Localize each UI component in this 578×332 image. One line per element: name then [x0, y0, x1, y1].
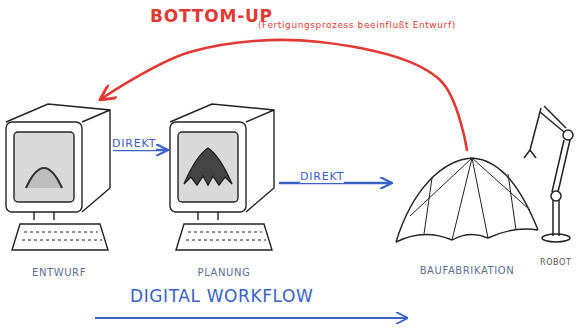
- robot-arm: [524, 106, 573, 242]
- workflow-title: DIGITAL WORKFLOW: [130, 286, 313, 306]
- monitor-body: [170, 104, 274, 212]
- computer-sketch: [170, 104, 274, 250]
- process-node: BAUFABRIKATION: [392, 150, 542, 278]
- robot-forearm: [540, 106, 566, 132]
- monitor-screen: [14, 132, 74, 202]
- shell-structure: [396, 158, 538, 242]
- monitor-screen: [178, 132, 238, 202]
- edge-label-box: DIREKT: [300, 165, 344, 184]
- note-text: (Fertigungsprozess beeinflußt Entwurf): [258, 20, 456, 30]
- label-box: ROBOT: [540, 250, 571, 269]
- process-node: ENTWURF: [4, 100, 114, 280]
- monitor-frame: [170, 122, 246, 212]
- robot-joint: [551, 191, 561, 201]
- shell-edge: [396, 229, 538, 242]
- node-label: ENTWURF: [28, 265, 90, 280]
- edge-label: BOTTOM-UP: [150, 6, 273, 26]
- robot-upper-arm: [552, 140, 570, 192]
- screen-shell: [184, 148, 232, 185]
- monitor-stand: [34, 212, 54, 220]
- part-name: ROBOT: [540, 258, 571, 267]
- screen-dome: [26, 168, 62, 188]
- robot-joint: [563, 130, 573, 140]
- monitor-body: [6, 104, 110, 212]
- shell-ribs: [410, 158, 530, 240]
- process-node: PLANUNG: [168, 100, 280, 280]
- monitor-frame: [6, 122, 82, 212]
- label-box: DIGITAL WORKFLOW: [130, 286, 313, 306]
- keyboard-keys: [186, 232, 266, 240]
- robot-base: [542, 234, 570, 242]
- edge-label: DIREKT: [112, 137, 156, 150]
- edge-label-box: BOTTOM-UP: [150, 6, 273, 26]
- keyboard-keys: [22, 232, 102, 240]
- label-box: (Fertigungsprozess beeinflußt Entwurf): [258, 13, 456, 32]
- robot-tool: [524, 108, 541, 158]
- edge-label-box: DIREKT: [112, 132, 156, 151]
- keyboard: [176, 224, 272, 250]
- node-label: PLANUNG: [194, 265, 255, 280]
- monitor-stand: [198, 212, 218, 220]
- edge-label: DIREKT: [300, 170, 344, 183]
- robot-column: [553, 200, 559, 236]
- node-label: BAUFABRIKATION: [416, 263, 519, 278]
- computer-sketch: [6, 104, 110, 250]
- shell-outline: [396, 158, 538, 242]
- workflow-arrow: [95, 317, 408, 319]
- flow-arrow: [100, 40, 467, 150]
- keyboard: [12, 224, 108, 250]
